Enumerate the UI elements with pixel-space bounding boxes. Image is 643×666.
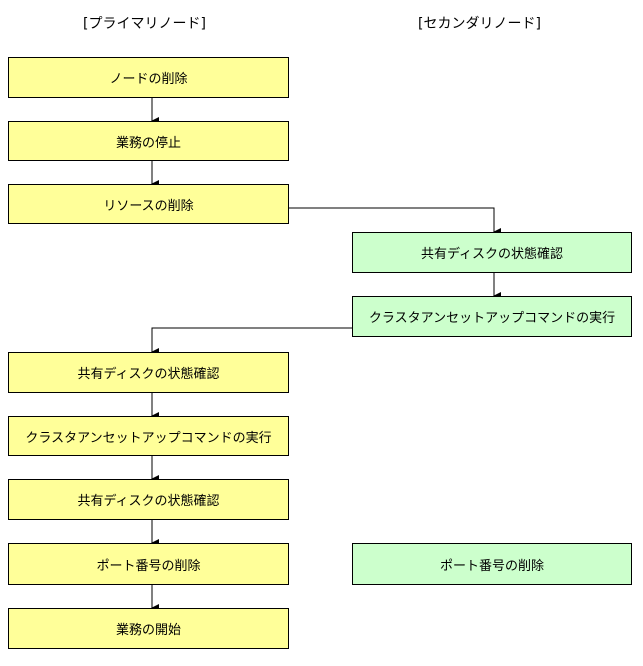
arrow-secondary-to-primary (151, 327, 352, 356)
primary-step-check-shared-disk-1: 共有ディスクの状態確認 (8, 352, 289, 393)
primary-step-delete-port-number: ポート番号の削除 (8, 543, 289, 585)
primary-step-run-unsetup-command: クラスタアンセットアップコマンドの実行 (8, 416, 289, 456)
secondary-step-run-unsetup-command: クラスタアンセットアップコマンドの実行 (352, 296, 632, 337)
arrow-primary-to-secondary (288, 207, 501, 236)
secondary-step-delete-port-number: ポート番号の削除 (352, 543, 632, 585)
primary-step-start-business: 業務の開始 (8, 608, 289, 649)
primary-step-delete-node: ノードの削除 (8, 57, 289, 98)
secondary-node-header: [セカンダリノード] (418, 16, 541, 32)
primary-step-check-shared-disk-2: 共有ディスクの状態確認 (8, 479, 289, 520)
secondary-step-check-shared-disk: 共有ディスクの状態確認 (352, 232, 632, 273)
primary-node-header: [プライマリノード] (83, 16, 206, 32)
primary-step-stop-business: 業務の停止 (8, 121, 289, 161)
primary-step-delete-resource: リソースの削除 (8, 184, 289, 224)
